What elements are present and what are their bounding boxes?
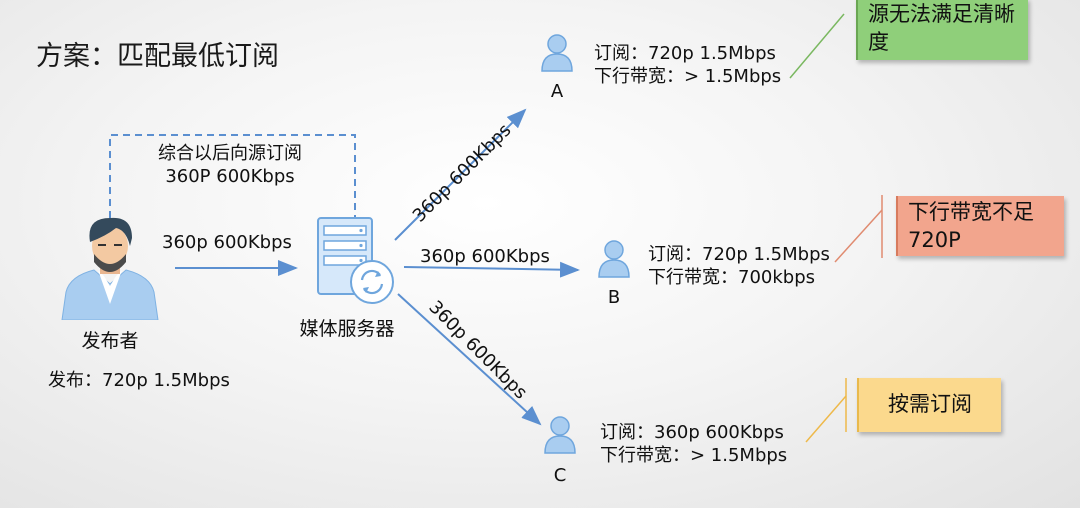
callout-line-green (789, 13, 845, 79)
publisher-avatar-icon (61, 217, 159, 320)
feedback-label-line2: 360P 600Kbps (165, 166, 295, 187)
link-label-server-b: 360p 600Kbps (420, 246, 550, 267)
subscriber-c-user-icon (544, 416, 576, 454)
media-server-icon (317, 217, 394, 304)
subscriber-b-name: B (607, 287, 621, 308)
note-on-demand-subscription: 按需订阅 (857, 378, 1001, 432)
publisher-label: 发布者 (81, 330, 139, 352)
subscriber-c-name: C (553, 465, 567, 486)
subscriber-b-user-icon (598, 240, 630, 278)
media-server-label: 媒体服务器 (299, 318, 395, 340)
publisher-publish-info: 发布：720p 1.5Mbps (48, 370, 230, 391)
link-label-publisher-server: 360p 600Kbps (162, 232, 292, 253)
subscriber-a-subscription: 订阅：720p 1.5Mbps (594, 43, 776, 64)
subscriber-b-bandwidth: 下行带宽：700kbps (648, 267, 816, 288)
subscriber-a-name: A (550, 81, 564, 102)
subscriber-a-bandwidth: 下行带宽：> 1.5Mbps (594, 66, 782, 87)
subscriber-c-bandwidth: 下行带宽：> 1.5Mbps (600, 445, 788, 466)
page-title: 方案：匹配最低订阅 (36, 41, 279, 72)
note-source-insufficient: 源无法满足清晰度 (856, 0, 1028, 60)
feedback-dashed-line (109, 134, 356, 218)
callout-line-red (834, 209, 883, 263)
note-bandwidth-insufficient: 下行带宽不足720P (896, 196, 1064, 256)
subscriber-b-subscription: 订阅：720p 1.5Mbps (648, 244, 830, 265)
subscriber-a-user-icon (541, 34, 573, 72)
callout-line-yellow (805, 395, 847, 443)
subscriber-c-subscription: 订阅：360p 600Kbps (600, 422, 784, 443)
arrow-server-c (397, 293, 542, 426)
arrow-server-b (403, 261, 580, 278)
feedback-label-line1: 综合以后向源订阅 (158, 143, 302, 164)
arrow-server-a (394, 108, 527, 241)
